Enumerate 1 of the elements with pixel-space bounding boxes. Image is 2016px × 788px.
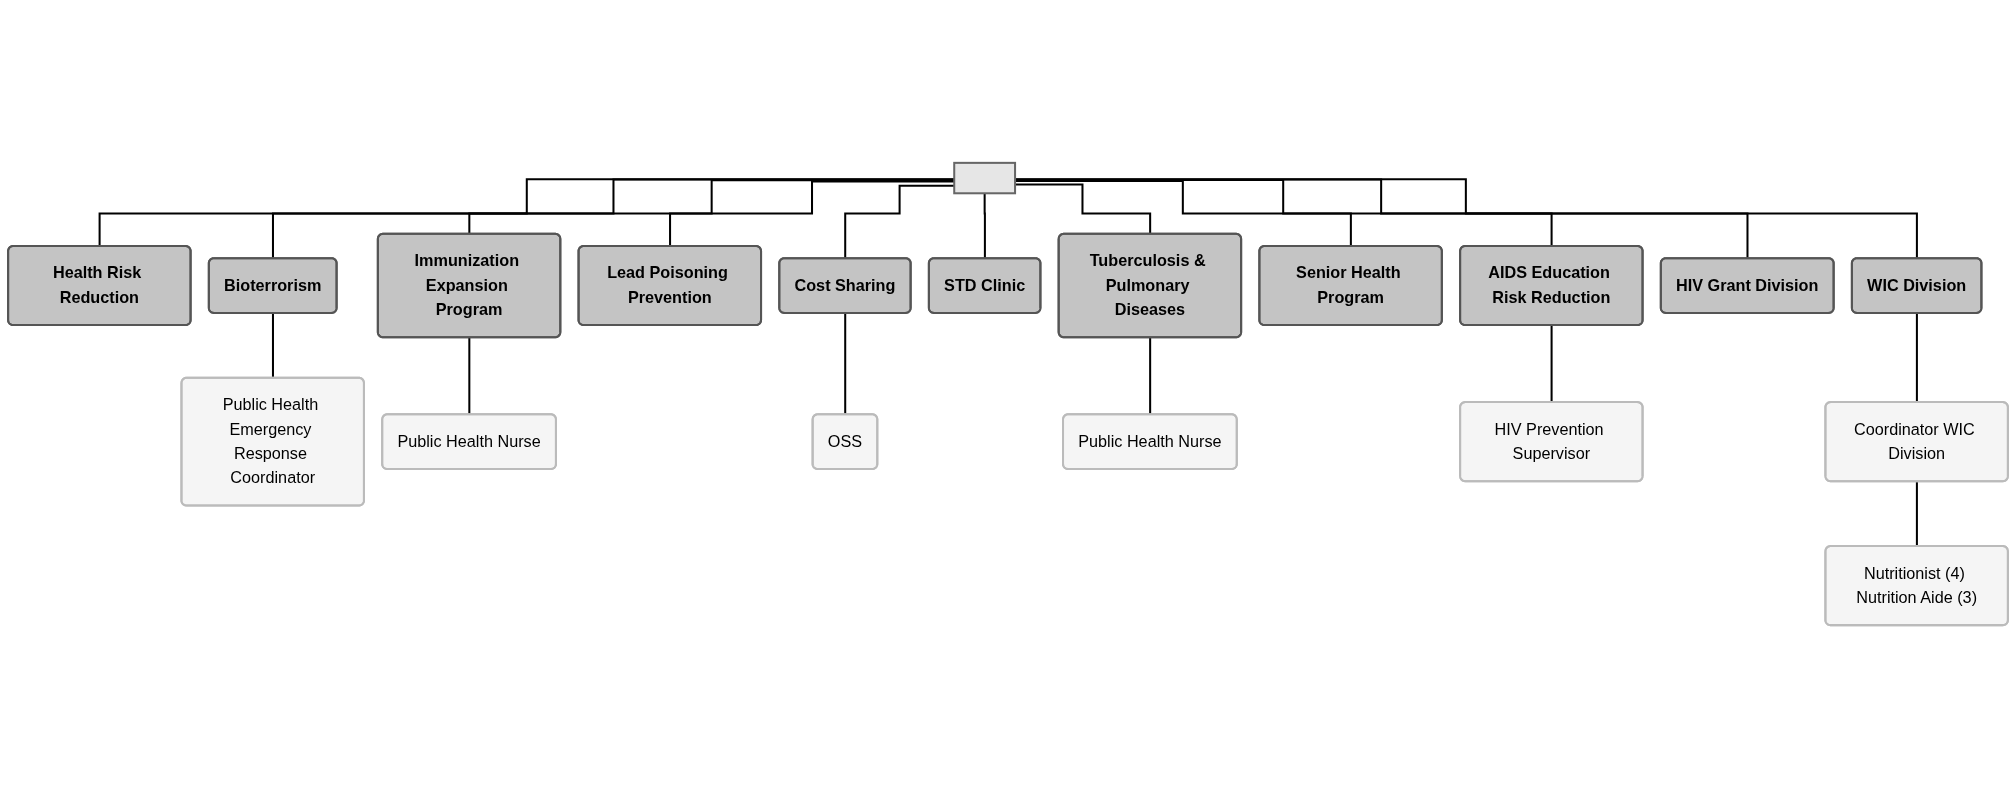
node-box [953, 161, 1017, 195]
